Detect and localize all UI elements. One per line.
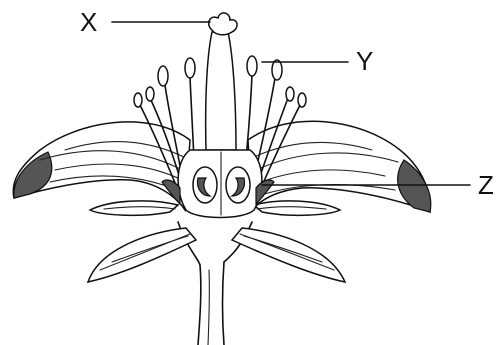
label-y: Y — [356, 48, 373, 74]
label-z: Z — [478, 172, 494, 198]
sepal-left — [88, 228, 196, 282]
petal-left — [13, 122, 190, 210]
sepal-right — [232, 228, 345, 282]
label-x: X — [80, 9, 97, 35]
anther-y — [247, 56, 257, 76]
ovary — [178, 150, 262, 218]
pistil — [206, 13, 237, 150]
petal-right — [248, 121, 431, 212]
stem — [198, 262, 224, 345]
stigma — [209, 13, 237, 35]
